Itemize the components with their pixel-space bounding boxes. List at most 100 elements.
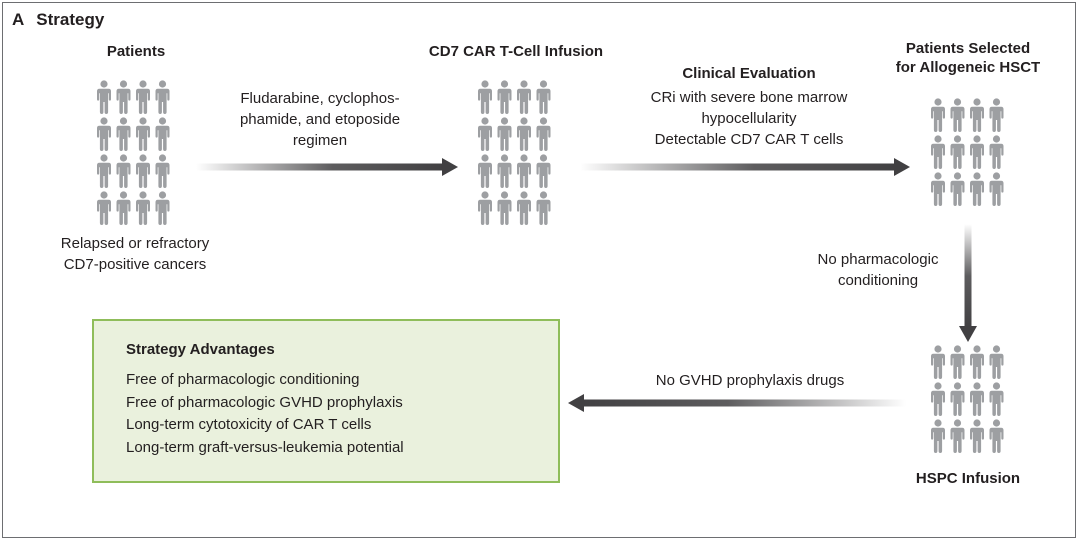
person-icon [116,191,131,225]
person-icon [116,154,131,188]
person-icon [497,117,512,151]
person-icon [931,172,945,206]
person-icon [536,80,551,114]
person-icon [536,191,551,225]
regimen-arrowhead [442,158,458,176]
advantages-box: Strategy Advantages Free of pharmacologi… [92,319,560,483]
advantages-item: Free of pharmacologic conditioning [126,371,360,388]
person-icon [497,154,512,188]
person-icon [989,419,1004,453]
person-icon [989,345,1004,379]
person-icon [970,172,984,206]
evaluation-criteria-line: Detectable CD7 CAR T cells [654,131,844,148]
regimen-arrow-shaft [196,163,444,171]
person-icon [950,419,965,453]
person-icon [950,382,965,416]
advantages-item: Free of pharmacologic GVHD prophylaxis [126,393,403,411]
person-icon [155,191,170,225]
person-icon [931,98,945,132]
person-icon [931,135,945,169]
person-icon [536,117,551,151]
person-icon [97,154,111,188]
selected-title-line: Patients Selected [905,40,1031,57]
person-icon [97,80,111,114]
person-icon [97,191,111,225]
regimen-label-line: Fludarabine, cyclophos- [240,90,400,107]
regimen-label: Fludarabine, cyclophos- phamide, and eto… [215,88,425,151]
person-icon [931,345,945,379]
person-icon [155,117,170,151]
evaluation-criteria-line: hypocellularity [701,110,797,127]
gvhd-label: No GVHD prophylaxis drugs [655,372,845,389]
patients-caption-line: CD7-positive cancers [63,256,207,273]
person-icon [155,80,170,114]
people-grid [478,80,551,225]
patients-caption-line: Relapsed or refractory [60,235,210,252]
person-icon [950,172,965,206]
regimen-arrow [196,158,458,176]
conditioning-label-line: No pharmacologic [817,251,939,268]
gvhd-arrow-shaft [582,399,906,407]
selected-title-line: for Allogeneic HSCT [895,59,1041,76]
person-icon [989,382,1004,416]
regimen-label-line: phamide, and etoposide [239,111,401,128]
evaluation-criteria-line: CRi with severe bone marrow [650,89,848,106]
evaluation-arrowhead [894,158,910,176]
person-icon [136,191,150,225]
person-icon [950,135,965,169]
hspc-title: HSPC Infusion [915,470,1021,487]
person-icon [497,80,512,114]
person-icon [497,191,512,225]
person-icon [136,117,150,151]
person-icon [136,80,150,114]
gvhd-arrow [568,394,906,412]
people-grid [931,98,1004,206]
people-grid [97,80,170,225]
selected-figure-group [930,98,1005,211]
person-icon [989,98,1004,132]
patients-title: Patients [106,43,166,60]
person-icon [116,80,131,114]
gvhd-arrowhead [568,394,584,412]
regimen-label-line: regimen [292,132,348,149]
person-icon [517,80,531,114]
selected-title: Patients Selected for Allogeneic HSCT [868,39,1068,77]
patients-caption: Relapsed or refractory CD7-positive canc… [35,233,235,275]
advantages-list: Free of pharmacologic conditioning Free … [126,369,404,459]
person-icon [970,419,984,453]
car-t-figure-group [477,80,552,230]
advantages-item: Long-term graft-versus-leukemia potentia… [126,438,404,456]
conditioning-label: No pharmacologic conditioning [788,249,968,291]
person-icon [970,98,984,132]
evaluation-title: Clinical Evaluation [682,65,816,82]
person-icon [931,382,945,416]
person-icon [970,135,984,169]
car-t-title: CD7 CAR T-Cell Infusion [428,43,604,60]
person-icon [517,191,531,225]
person-icon [155,154,170,188]
conditioning-label-line: conditioning [837,272,919,289]
person-icon [989,172,1004,206]
person-icon [478,154,492,188]
person-icon [989,135,1004,169]
advantages-item: Long-term cytotoxicity of CAR T cells [126,416,372,433]
person-icon [478,117,492,151]
person-icon [517,117,531,151]
person-icon [136,154,150,188]
conditioning-arrow-shaft [964,224,972,328]
evaluation-arrow-shaft [580,163,896,171]
hspc-figure-group [930,345,1005,458]
panel-letter: A [12,10,25,29]
person-icon [478,80,492,114]
person-icon [950,98,965,132]
person-icon [970,382,984,416]
conditioning-arrow [959,224,977,342]
person-icon [931,419,945,453]
person-icon [950,345,965,379]
advantages-title: Strategy Advantages [126,341,275,358]
person-icon [970,345,984,379]
patients-figure-group [96,80,171,230]
evaluation-criteria: CRi with severe bone marrow hypocellular… [624,87,874,150]
